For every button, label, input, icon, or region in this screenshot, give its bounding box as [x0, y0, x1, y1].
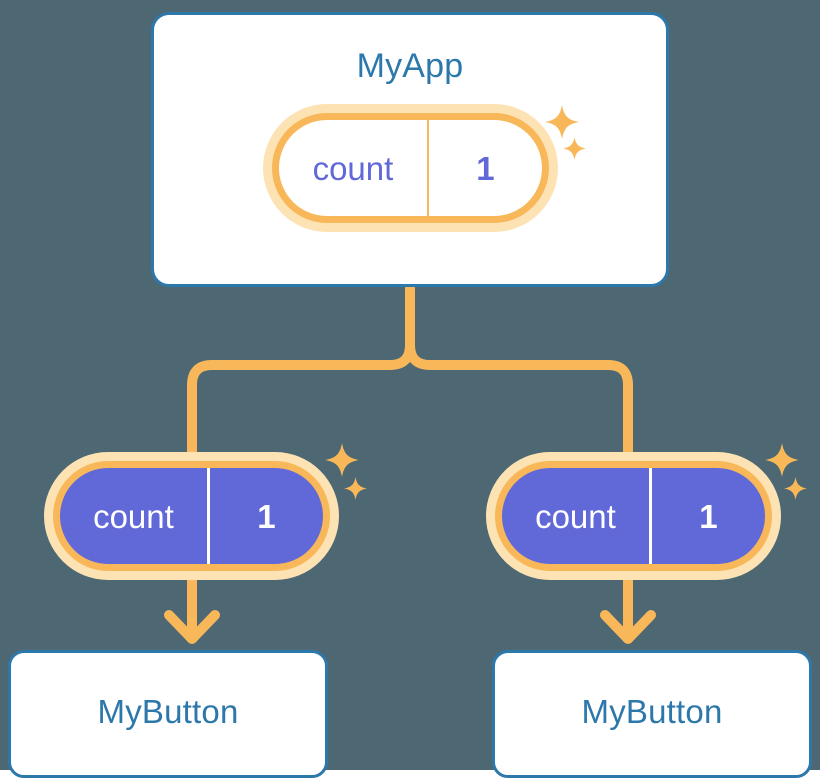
state-pill-child-right[interactable]: count 1: [486, 452, 781, 580]
connector-branch-left: [187, 340, 415, 457]
state-pill-ring: count 1: [53, 461, 330, 571]
state-pill-ring: count 1: [495, 461, 772, 571]
state-value-label: 1: [699, 497, 718, 535]
arrow-head-left: [164, 610, 220, 644]
component-card-mybutton-right[interactable]: MyButton: [492, 650, 812, 778]
connector-branch-right: [405, 340, 633, 457]
arrow-head-right: [600, 610, 656, 644]
state-value-label: 1: [257, 497, 276, 535]
state-pill-child-left[interactable]: count 1: [44, 452, 339, 580]
component-title: MyButton: [581, 693, 723, 730]
state-key-label: count: [502, 468, 652, 564]
state-pill-ring: count 1: [272, 113, 549, 223]
state-pill-root[interactable]: count 1: [263, 104, 558, 232]
page-title: MyApp: [356, 47, 464, 85]
state-key-label: count: [279, 120, 429, 216]
component-card-mybutton-left[interactable]: MyButton: [8, 650, 328, 778]
state-value-label: 1: [476, 149, 495, 187]
state-key-label: count: [60, 468, 210, 564]
component-title: MyButton: [97, 693, 239, 730]
